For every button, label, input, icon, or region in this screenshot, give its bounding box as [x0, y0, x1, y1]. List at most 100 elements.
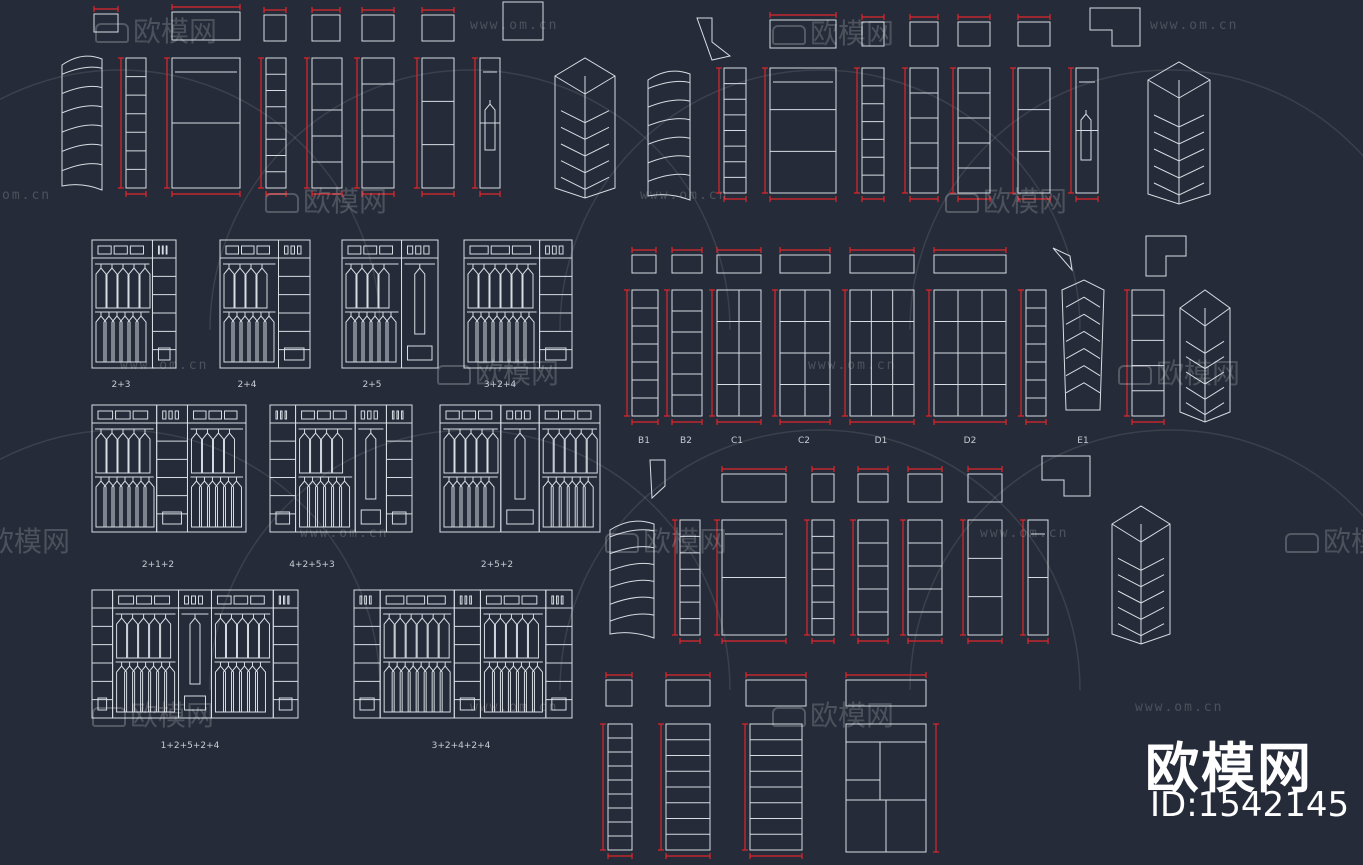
cabinet-elevation — [361, 57, 395, 189]
garment-icon — [465, 432, 477, 474]
corner-cabinet-edge — [584, 75, 616, 95]
corner-cabinet-edge — [1111, 523, 1142, 543]
cabinet-elevation — [311, 57, 343, 189]
garment-icon — [553, 432, 565, 474]
corner-shelf-board — [647, 99, 691, 108]
label-combo-1-2-5-2-4: 1+2+5+2+4 — [161, 741, 220, 751]
corner-cabinet-shelf — [1117, 574, 1165, 588]
garment-icon — [95, 267, 107, 309]
folded-stack — [506, 410, 514, 420]
folded-stack — [174, 410, 179, 420]
corner-cabinet — [1179, 289, 1231, 423]
corner-shelf — [647, 70, 691, 201]
cabinet-plan — [263, 14, 287, 42]
folded-stack — [290, 245, 295, 255]
garment-icon — [523, 315, 535, 363]
cabinet-elevation — [421, 57, 455, 189]
cabinet-plan — [171, 11, 241, 41]
folded-stack — [284, 410, 288, 420]
folded-stack — [415, 245, 422, 255]
folded-stack — [544, 410, 559, 420]
corner-shelf-board — [609, 596, 655, 605]
wardrobe-section — [156, 404, 188, 533]
garment-icon — [405, 617, 417, 659]
folded-stack — [423, 245, 430, 255]
cabinet-plan — [361, 14, 395, 42]
cabinet-elevation — [907, 519, 943, 636]
corner-cabinet-edge — [1178, 79, 1211, 99]
garment-icon — [332, 432, 344, 474]
garment-icon — [365, 432, 377, 500]
garment-icon — [476, 432, 488, 474]
garment-icon — [214, 617, 226, 659]
corner-cabinet-shelf — [1153, 165, 1205, 179]
garment-icon — [245, 267, 257, 309]
cabinet-elevation — [1017, 67, 1051, 194]
corner-cabinet-shelf — [1185, 386, 1225, 400]
folded-stack — [208, 410, 222, 420]
folded-stack — [165, 245, 168, 255]
label-combo-3-2-4-2-4: 3+2+4+2+4 — [432, 741, 491, 751]
garment-icon — [511, 267, 523, 309]
cabinet-elevation — [1025, 289, 1047, 417]
garment-icon — [212, 432, 224, 474]
corner-cabinet-plan — [1041, 455, 1091, 497]
cabinet-elevation — [125, 57, 147, 189]
cabinet-plan — [907, 473, 943, 503]
garment-icon — [516, 617, 528, 659]
label-d1: D1 — [875, 436, 888, 446]
wardrobe-section — [272, 589, 299, 719]
folded-stack — [154, 595, 171, 605]
wardrobe-section — [151, 239, 177, 369]
corner-cabinet-shelf — [1153, 182, 1205, 196]
folded-stack — [556, 595, 559, 605]
folded-stack — [97, 410, 114, 420]
garment-icon — [394, 617, 406, 659]
watermark-arc — [559, 69, 1081, 331]
folded-stack — [560, 410, 576, 420]
cabinet-elevation — [957, 67, 991, 194]
corner-shelf-board — [647, 136, 691, 145]
folded-stack — [478, 410, 493, 420]
drawer — [360, 509, 381, 525]
corner-shelf-board — [647, 80, 691, 90]
label-c2: C2 — [798, 436, 810, 446]
cabinet-plan — [93, 13, 119, 33]
corner-cabinet-shelf — [1117, 623, 1165, 637]
corner-shelf-board — [1065, 347, 1101, 360]
folded-stack — [280, 410, 283, 420]
folded-stack — [233, 595, 249, 605]
folded-stack — [197, 595, 203, 605]
folded-stack — [445, 410, 460, 420]
garment-icon — [223, 267, 235, 309]
garment-icon — [438, 617, 450, 659]
garment-icon — [135, 315, 147, 363]
garment-icon — [367, 267, 379, 309]
garment-icon — [299, 432, 311, 474]
wardrobe-section — [210, 589, 274, 719]
label-c1: C1 — [731, 436, 743, 446]
folded-stack — [407, 245, 414, 255]
cabinet-plan — [861, 21, 885, 47]
label-b2: B2 — [680, 436, 692, 446]
garment-icon — [106, 267, 118, 309]
corner-cabinet-plan — [502, 1, 544, 41]
folded-stack — [367, 410, 372, 420]
corner-cabinet-shelf — [1185, 402, 1225, 416]
folded-stack — [485, 595, 502, 605]
wardrobe-section — [269, 404, 297, 533]
corner-plan — [649, 459, 666, 500]
folded-stack — [515, 410, 522, 420]
garment-icon — [117, 432, 129, 474]
garment-icon — [138, 617, 150, 659]
garment-icon — [223, 432, 235, 474]
corner-cabinet-edge — [554, 75, 586, 95]
corner-cabinet-shelf — [1185, 371, 1225, 385]
folded-stack — [469, 595, 472, 605]
label-d2: D2 — [964, 436, 977, 446]
folded-stack — [406, 595, 426, 605]
garment-icon — [564, 432, 576, 474]
cabinet-elevation — [967, 519, 1003, 636]
cabinet-elevation — [679, 519, 701, 636]
garment-icon — [310, 432, 322, 474]
